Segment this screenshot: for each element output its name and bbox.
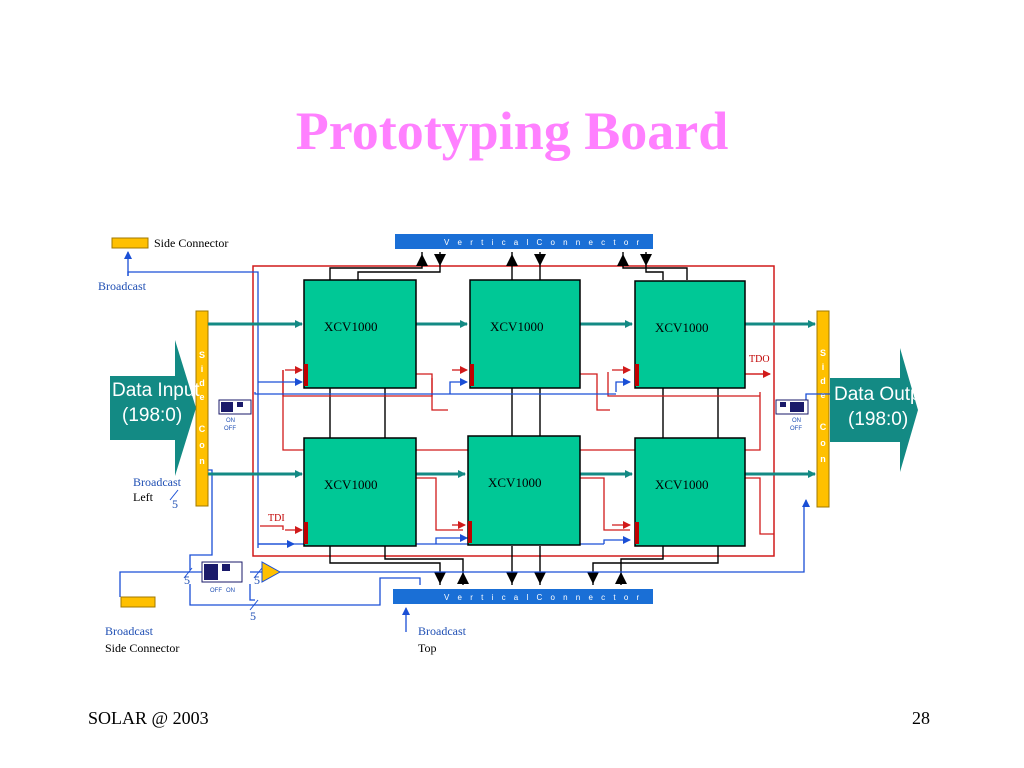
svg-text:OFF: OFF — [210, 588, 222, 594]
fpga-chip: XCV1000 — [303, 437, 417, 547]
side-connector-small-bottom — [120, 596, 156, 608]
data-input-arrow: Data Input (198:0) — [110, 340, 200, 476]
vertical-connector-bottom: V e r t i c a l C o n n e c t o r — [393, 589, 653, 604]
tdi-label: TDI — [268, 513, 285, 524]
chip-label: XCV1000 — [324, 319, 377, 334]
broadcast-left-line1: Broadcast — [133, 475, 182, 489]
jtag-port — [635, 522, 639, 544]
side-connector-letter: i — [822, 362, 825, 372]
switch-bottom: OFF ON — [201, 561, 243, 594]
jtag-port — [304, 364, 308, 386]
svg-text:V e r t i c a l C o n n e c: V e r t i c a l C o n n e c t o r — [444, 593, 642, 602]
jtag-port — [304, 522, 308, 544]
slide-title: Prototyping Board — [295, 101, 729, 161]
chip-label: XCV1000 — [324, 477, 377, 492]
side-connector-letter: C — [199, 424, 206, 434]
fpga-chip: XCV1000 — [303, 279, 417, 389]
svg-text:(198:0): (198:0) — [848, 409, 908, 430]
svg-text:OFF: OFF — [224, 426, 236, 432]
side-connector-letter: o — [820, 438, 826, 448]
svg-text:(198:0): (198:0) — [122, 405, 182, 426]
side-connector-letter: e — [820, 390, 825, 400]
side-connector-letter: i — [201, 364, 204, 374]
side-connector-letter: n — [199, 456, 205, 466]
switch-right: ON OFF — [775, 399, 809, 432]
svg-text:ON: ON — [226, 418, 235, 424]
broadcast-side-line1: Broadcast — [105, 624, 154, 638]
side-connector-letter: S — [199, 350, 205, 360]
svg-text:Data Output: Data Output — [834, 384, 937, 405]
broadcast-label: Broadcast — [98, 279, 147, 293]
switch-left: ON OFF — [218, 399, 252, 432]
fpga-chip: XCV1000 — [634, 280, 746, 389]
side-connector-letter: d — [199, 378, 205, 388]
side-connector-letter: o — [199, 440, 205, 450]
svg-text:OFF: OFF — [790, 426, 802, 432]
chip-label: XCV1000 — [655, 320, 708, 335]
buffer-icon — [261, 561, 282, 583]
vertical-connector-top: V e r t i c a l C o n n e c t o r — [395, 234, 653, 249]
broadcast-top-line2: Top — [418, 641, 437, 655]
svg-text:ON: ON — [226, 588, 235, 594]
fpga-chip: XCV1000 — [469, 279, 581, 389]
chip-label: XCV1000 — [488, 475, 541, 490]
page-number: 28 — [912, 708, 930, 728]
broadcast-left-line2: Left — [133, 490, 154, 504]
svg-text:ON: ON — [792, 418, 801, 424]
side-connector-letter: e — [199, 392, 204, 402]
fpga-chip: XCV1000 — [467, 435, 581, 546]
svg-text:Data Input: Data Input — [112, 380, 200, 401]
bus-width-switch-right: 5 — [254, 573, 260, 587]
broadcast-top-line1: Broadcast — [418, 624, 467, 638]
jtag-port — [470, 364, 474, 386]
jtag-port — [468, 521, 472, 543]
tdo-label: TDO — [749, 354, 770, 365]
side-connector-small-top — [111, 237, 149, 249]
data-output-arrow: Data Output (198:0) — [830, 348, 937, 472]
side-connector-letter: C — [820, 422, 827, 432]
footer-text: SOLAR @ 2003 — [88, 708, 209, 728]
bus-width-left: 5 — [172, 497, 178, 511]
fpga-chip: XCV1000 — [634, 437, 746, 547]
side-connector-letter: d — [820, 376, 826, 386]
chip-label: XCV1000 — [490, 319, 543, 334]
svg-text:V e r t i c a l C o n n e c: V e r t i c a l C o n n e c t o r — [444, 238, 642, 247]
chip-label: XCV1000 — [655, 477, 708, 492]
bus-width-switch-left: 5 — [184, 573, 190, 587]
bus-width-bottom: 5 — [250, 609, 256, 623]
side-connector-letter: S — [820, 348, 826, 358]
jtag-port — [635, 364, 639, 386]
broadcast-side-line2: Side Connector — [105, 641, 179, 655]
side-connector-label: Side Connector — [154, 236, 228, 250]
side-connector-letter: n — [820, 454, 826, 464]
